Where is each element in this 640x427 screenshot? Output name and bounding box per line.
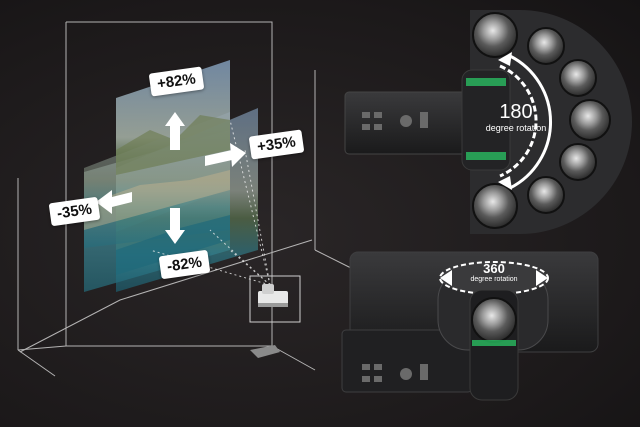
rotation-360-label: 360 degree rotation [454,262,534,283]
projector-shadow [250,345,280,358]
rotation-180-value: 180 [499,101,533,123]
rotation-180-unit: degree rotation [485,123,547,133]
rotation-360-value: 360 [483,261,505,276]
rotation-180-label: 180 degree rotation [476,102,556,133]
projector-vertical-rotation [341,251,599,401]
rotation-360-unit: degree rotation [470,276,518,283]
projector-horizontal-rotation [344,10,632,234]
projector-frame [249,275,301,323]
shift-arrows [96,112,246,244]
projector-small-icon [258,284,288,307]
